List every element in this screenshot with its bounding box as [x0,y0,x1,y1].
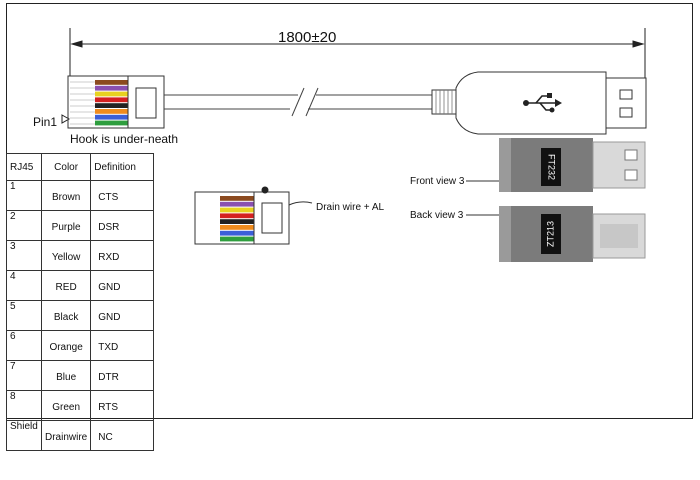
wire-stripe-2 [95,85,128,91]
definition-cell: GND [90,300,155,331]
color-cell: Brown [40,180,92,211]
wire-stripe-7 [220,230,254,236]
wire-stripe-1 [95,80,128,85]
pin-cell: Shield [6,420,42,451]
hook-note: Hook is under-neath [70,132,179,146]
pin-cell: 4 [6,270,42,301]
pin-cell: 8 [6,390,42,421]
definition-cell: GND [90,270,155,301]
wire-stripe-5 [95,103,128,108]
color-cell: Purple [40,210,92,241]
pin1-label: Pin1 [33,115,58,129]
definition-cell: CTS [90,180,155,211]
rj45-connector-top [67,75,165,129]
table-header-row: RJ45 Color Definition [6,153,155,181]
rj45-connector-middle [194,186,313,245]
wire-stripe-7 [95,114,128,120]
rj45-wire-stripes-middle [220,196,254,242]
wire-stripe-8 [95,120,128,126]
drain-wire-label: Drain wire + AL [316,202,385,213]
chip-label-back: ZT213 [545,221,555,247]
wire-stripe-2 [220,201,254,207]
header-definition: Definition [90,153,155,181]
definition-cell: RXD [90,240,155,271]
pin-cell: 5 [6,300,42,331]
header-color: Color [40,153,92,181]
color-cell: Drainwire [40,420,92,451]
definition-cell: RTS [90,390,155,421]
wire-stripe-4 [220,213,254,219]
definition-cell: TXD [90,330,155,361]
color-cell: Yellow [40,240,92,271]
color-cell: Black [40,300,92,331]
wire-stripe-3 [220,207,254,213]
dimension-line [69,28,646,80]
chip-label-front: FT232 [547,154,557,180]
wire-stripe-6 [220,225,254,230]
wire-stripe-8 [220,236,254,242]
wire-stripe-5 [220,219,254,224]
cable-length-label: 1800±20 [278,29,337,46]
color-cell: Blue [40,360,92,391]
definition-cell: NC [90,420,155,451]
wire-stripe-4 [95,97,128,103]
pin-cell: 2 [6,210,42,241]
pin-cell: 6 [6,330,42,361]
cable [164,87,432,117]
rj45-wire-stripes [95,80,128,126]
color-cell: RED [40,270,92,301]
definition-cell: DTR [90,360,155,391]
pin-cell: 7 [6,360,42,391]
header-rj45: RJ45 [6,153,42,181]
back-view-label: Back view 3 [410,210,464,221]
wire-stripe-1 [220,196,254,201]
usb-plug-front-view [499,138,646,192]
pin-cell: 3 [6,240,42,271]
color-cell: Orange [40,330,92,361]
definition-cell: DSR [90,210,155,241]
pin1-arrow-icon [61,114,71,124]
usb-trident-icon [523,93,562,113]
color-cell: Green [40,390,92,421]
usb-plug-back-view [499,206,646,262]
pin-cell: 1 [6,180,42,211]
front-view-label: Front view 3 [410,176,465,187]
wire-stripe-6 [95,109,128,114]
wire-stripe-3 [95,91,128,97]
